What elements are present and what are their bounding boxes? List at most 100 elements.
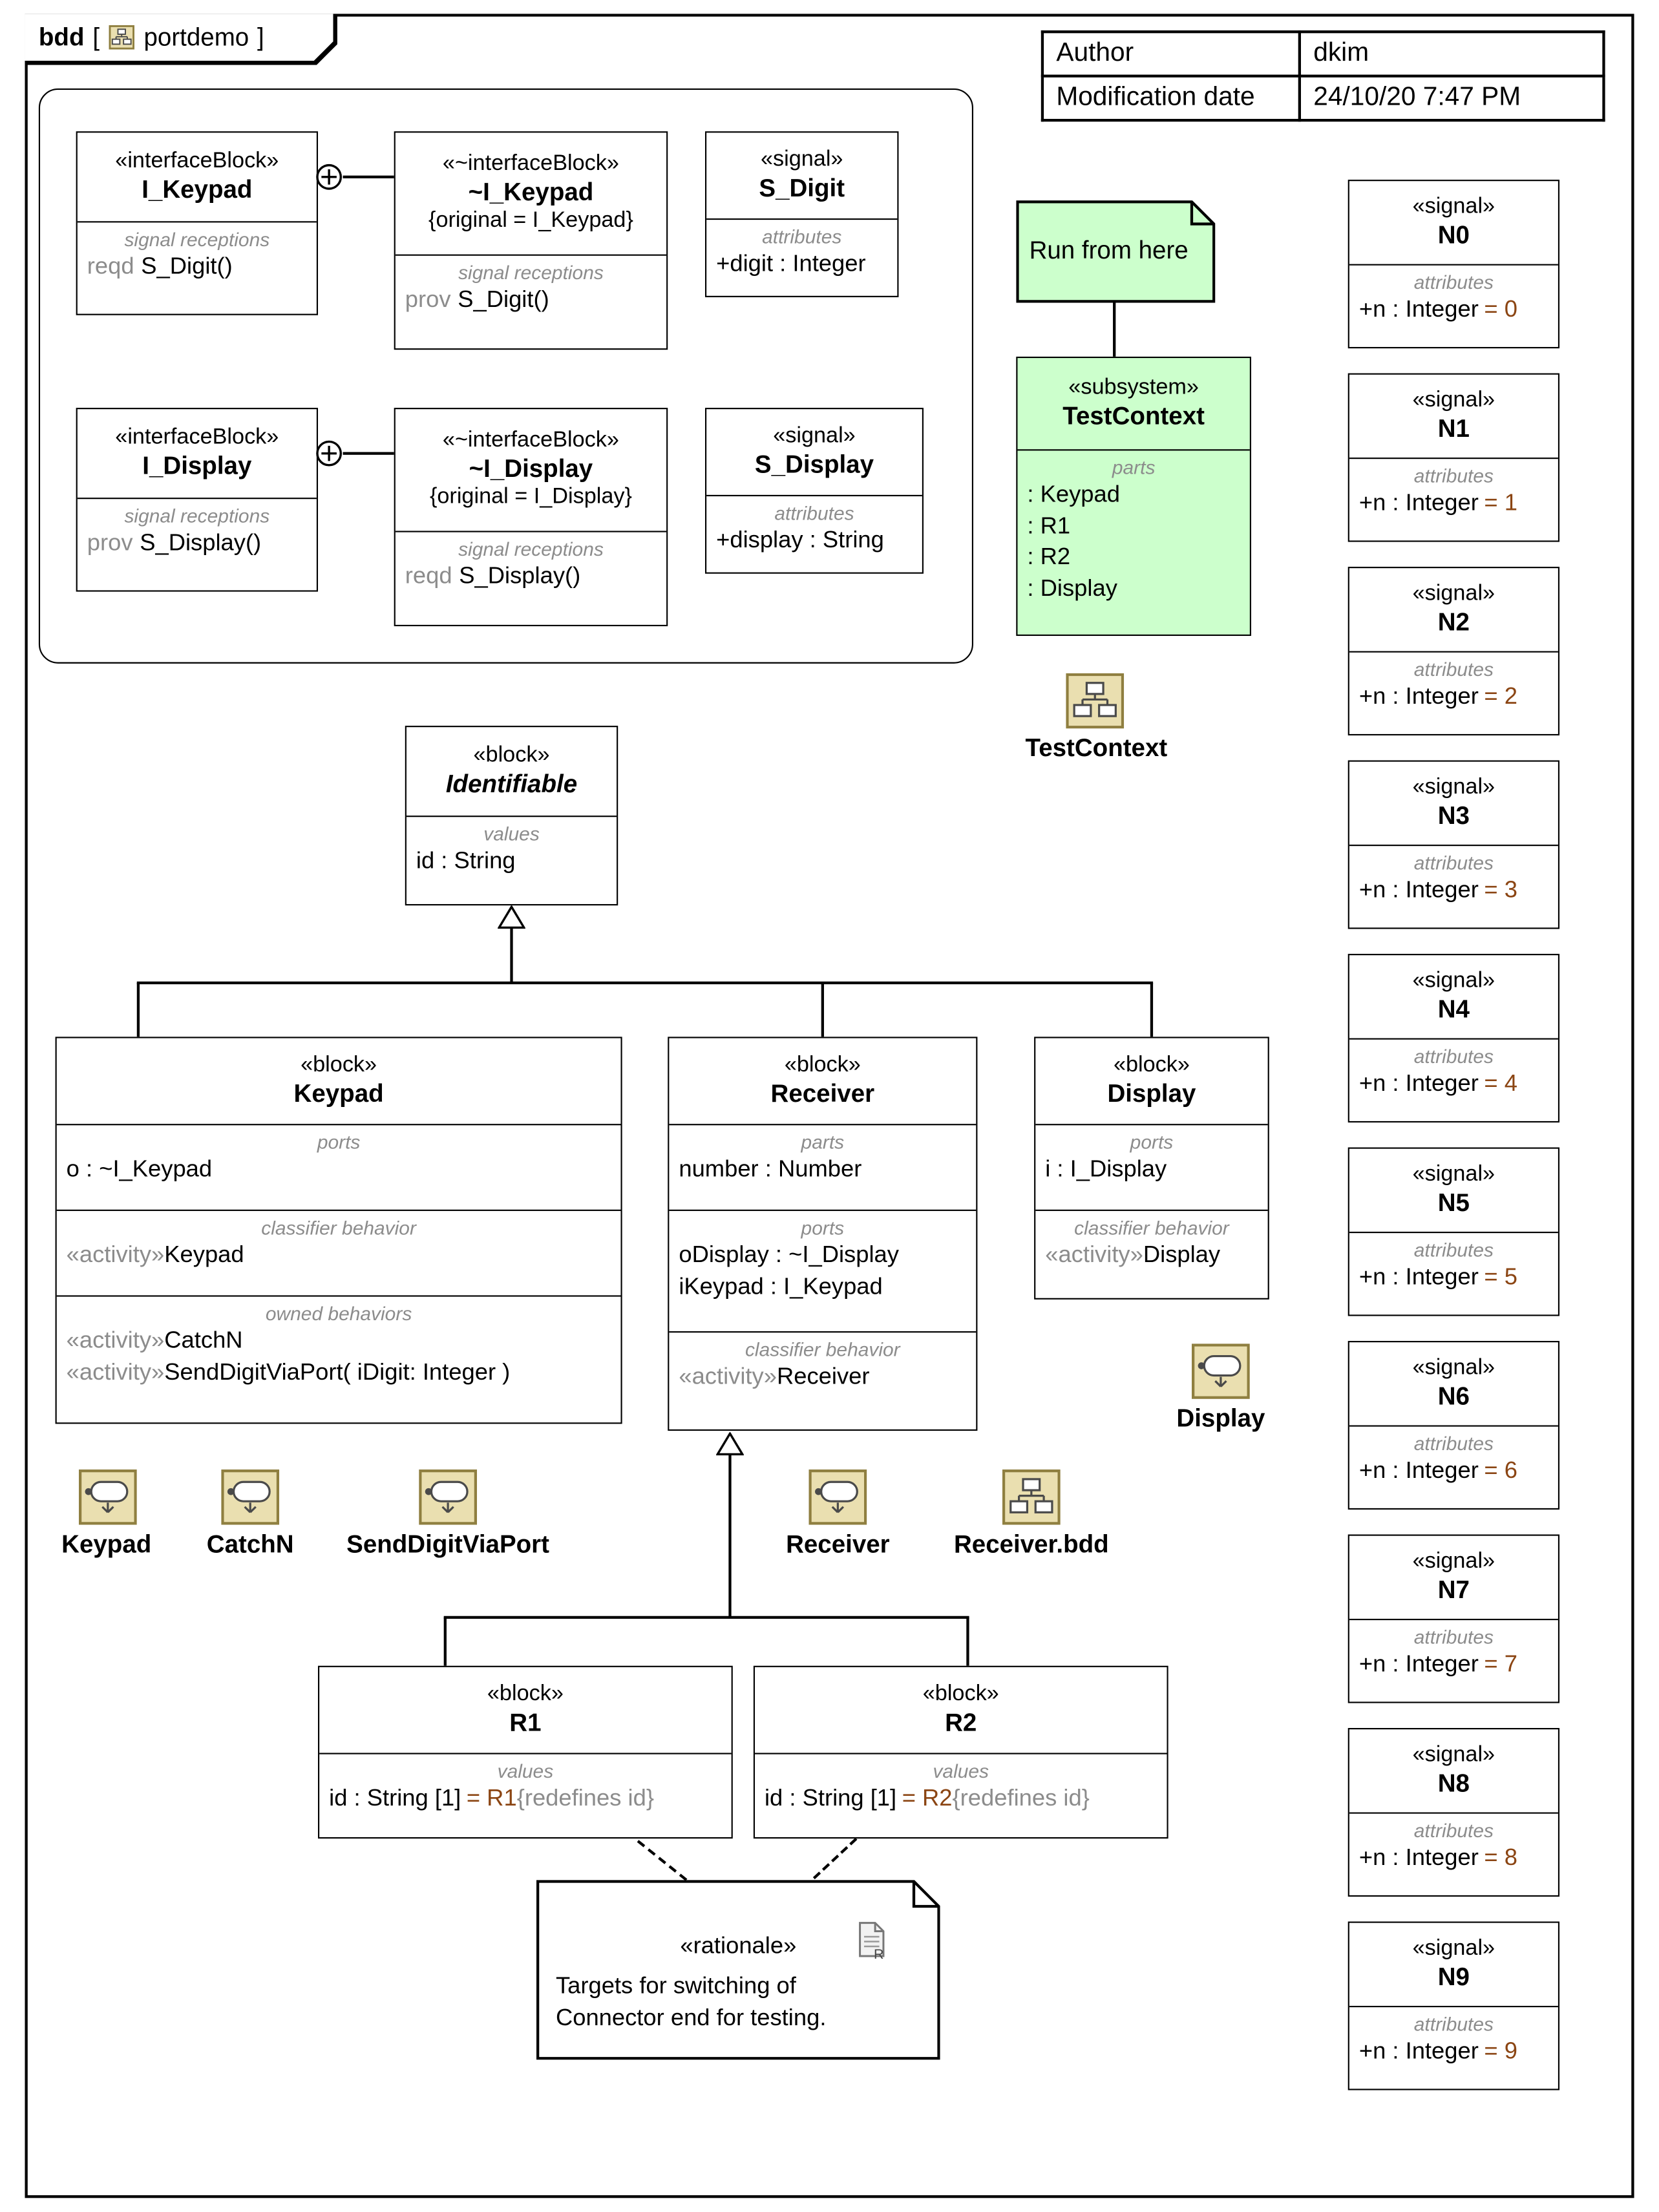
port: iKeypad : I_Keypad (679, 1272, 883, 1300)
stereotype: «interfaceBlock» (115, 425, 279, 449)
block-name: TestContext (1062, 402, 1205, 430)
note-shape (536, 1880, 940, 2060)
stereotype: «block» (784, 1053, 861, 1077)
original-constraint: {original = I_Keypad} (428, 209, 633, 233)
rationale-stereotype: «rationale» (680, 1932, 797, 1959)
block-display[interactable]: «block» Display ports i : I_Display clas… (1034, 1037, 1269, 1300)
compartment-label: ports (317, 1130, 361, 1153)
block-name: N4 (1437, 995, 1470, 1023)
signal-block-s-display[interactable]: «signal» S_Display attributes +display :… (704, 408, 924, 574)
stereotype: «interfaceBlock» (115, 149, 279, 173)
attribute: +n : Integer= 0 (1358, 296, 1517, 322)
diagram-kind-label: bdd (38, 23, 85, 51)
block-name: R1 (509, 1708, 542, 1736)
classifier-behavior: «activity»Keypad (66, 1241, 244, 1269)
stereotype: «block» (1113, 1053, 1190, 1077)
compartment-label: signal receptions (124, 227, 270, 251)
anchor-line[interactable] (1113, 302, 1116, 357)
receiver-bdd-diagram-icon[interactable] (1002, 1469, 1061, 1525)
signal-block-n2[interactable]: «signal» N2 attributes +n : Integer= 2 (1347, 567, 1560, 736)
compartment-label: parts (801, 1130, 845, 1153)
stereotype: «block» (473, 743, 550, 767)
generalization-line[interactable] (136, 982, 140, 1037)
interface-block-i-keypad[interactable]: «interfaceBlock» I_Keypad signal recepti… (76, 131, 319, 315)
generalization-line[interactable] (136, 981, 1154, 985)
signal-block-n1[interactable]: «signal» N1 attributes +n : Integer= 1 (1347, 373, 1560, 542)
attribute: +digit : Integer (716, 250, 866, 277)
display-activity-icon[interactable] (1191, 1343, 1250, 1399)
compartment-label: classifier behavior (261, 1216, 416, 1239)
signal-block-n8[interactable]: «signal» N8 attributes +n : Integer= 8 (1347, 1728, 1560, 1897)
stereotype: «~interfaceBlock» (442, 428, 619, 452)
display-icon-label: Display (1176, 1404, 1265, 1433)
classifier-behavior: «activity»Display (1045, 1241, 1221, 1269)
bracket-close: ] (257, 23, 264, 51)
compartment-label: attributes (1413, 1238, 1494, 1261)
stereotype: «~interfaceBlock» (442, 151, 619, 175)
signal-block-n7[interactable]: «signal» N7 attributes +n : Integer= 7 (1347, 1534, 1560, 1703)
connector-line[interactable] (343, 175, 394, 178)
diagram-tab[interactable]: bdd [ portdemo ] (25, 14, 337, 65)
generalization-line[interactable] (966, 1617, 969, 1666)
rationale-note[interactable]: «rationale» R Targets for switching of C… (536, 1880, 940, 2060)
compartment-label: attributes (1413, 1625, 1494, 1648)
signal-block-n6[interactable]: «signal» N6 attributes +n : Integer= 6 (1347, 1341, 1560, 1510)
stereotype: «signal» (1412, 581, 1495, 606)
signal-block-n0[interactable]: «signal» N0 attributes +n : Integer= 0 (1347, 180, 1560, 349)
testcontext-diagram-icon[interactable] (1066, 673, 1125, 729)
signal-block-n4[interactable]: «signal» N4 attributes +n : Integer= 4 (1347, 954, 1560, 1123)
stereotype: «signal» (1412, 775, 1495, 799)
generalization-line[interactable] (1150, 982, 1154, 1037)
compartment-label: signal receptions (458, 261, 604, 284)
generalization-line[interactable] (728, 1454, 732, 1617)
receiver-bdd-icon-label: Receiver.bdd (953, 1530, 1109, 1558)
block-receiver[interactable]: «block» Receiver parts number : Number p… (668, 1037, 978, 1431)
interface-block-inv-keypad[interactable]: «~interfaceBlock» ~I_Keypad {original = … (394, 131, 668, 350)
modification-date-value[interactable]: 24/10/20 7:47 PM (1298, 74, 1605, 122)
connector-line[interactable] (343, 452, 394, 455)
compartment-label: values (497, 1760, 554, 1782)
stereotype: «subsystem» (1068, 375, 1199, 399)
original-constraint: {original = I_Display} (429, 485, 632, 510)
author-label: Author (1041, 30, 1301, 78)
compartment-label: attributes (1413, 464, 1494, 487)
svg-text:R: R (874, 1946, 883, 1960)
owned-behavior: «activity»SendDigitViaPort( iDigit: Inte… (66, 1358, 511, 1385)
signal-block-s-digit[interactable]: «signal» S_Digit attributes +digit : Int… (704, 131, 899, 297)
block-r2[interactable]: «block» R2 values id : String [1]= R2{re… (753, 1665, 1168, 1839)
senddigitviaport-activity-icon[interactable] (419, 1469, 478, 1525)
stereotype: «signal» (1412, 1162, 1495, 1186)
compartment-label: attributes (1413, 851, 1494, 874)
receiver-activity-icon[interactable] (808, 1469, 867, 1525)
catchn-icon-label: CatchN (206, 1530, 294, 1558)
subsystem-testcontext[interactable]: «subsystem» TestContext parts : Keypad :… (1016, 356, 1251, 637)
signal-block-n5[interactable]: «signal» N5 attributes +n : Integer= 5 (1347, 1147, 1560, 1316)
value-property: id : String [1]= R1{redefines id} (329, 1785, 655, 1811)
generalization-line[interactable] (510, 927, 513, 983)
generalization-line[interactable] (443, 1616, 969, 1619)
signal-block-n9[interactable]: «signal» N9 attributes +n : Integer= 9 (1347, 1921, 1560, 2091)
block-r1[interactable]: «block» R1 values id : String [1]= R1{re… (318, 1665, 733, 1839)
interface-block-i-display[interactable]: «interfaceBlock» I_Display signal recept… (76, 408, 319, 592)
stereotype: «signal» (1412, 1742, 1495, 1766)
part: : Display (1027, 574, 1117, 601)
keypad-activity-icon[interactable] (78, 1469, 137, 1525)
block-identifiable[interactable]: «block» Identifiable values id : String (405, 726, 618, 906)
testcontext-icon-label: TestContext (1025, 733, 1168, 762)
part: number : Number (679, 1155, 862, 1183)
signal-block-n3[interactable]: «signal» N3 attributes +n : Integer= 3 (1347, 760, 1560, 929)
circle-plus-icon (316, 163, 343, 190)
block-keypad[interactable]: «block» Keypad ports o : ~I_Keypad class… (55, 1037, 622, 1424)
block-name: I_Display (142, 452, 252, 480)
catchn-activity-icon[interactable] (221, 1469, 280, 1525)
rationale-document-icon: R (859, 1922, 885, 1960)
generalization-line[interactable] (821, 982, 824, 1037)
generalization-line[interactable] (443, 1617, 447, 1666)
compartment-label: attributes (1413, 1432, 1494, 1455)
block-name: N1 (1437, 414, 1470, 443)
stereotype: «signal» (760, 147, 843, 171)
run-from-here-note[interactable]: Run from here (1016, 200, 1216, 303)
interface-block-inv-display[interactable]: «~interfaceBlock» ~I_Display {original =… (394, 408, 668, 627)
author-value[interactable]: dkim (1298, 30, 1605, 78)
